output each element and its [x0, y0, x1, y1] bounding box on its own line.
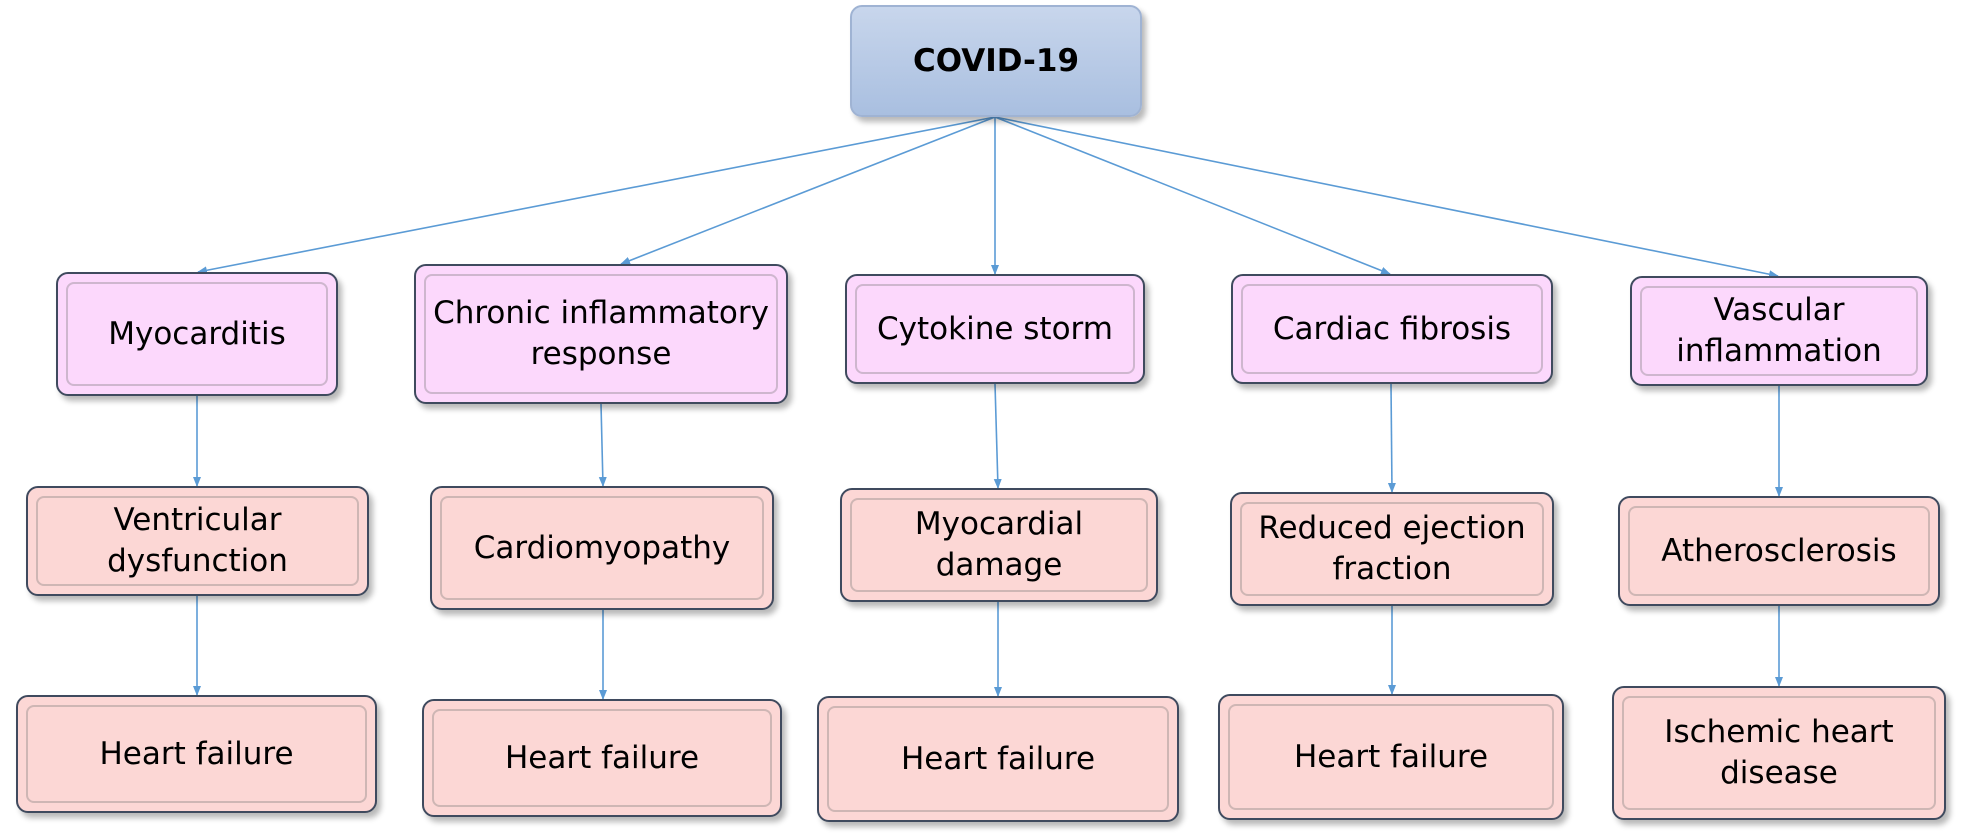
cause-node-cardiac-fibrosis: Cardiac fibrosis: [1231, 274, 1553, 384]
edge-root-to-vascular-inflammation: [994, 116, 1779, 279]
effect-label: Reduced ejection fraction: [1258, 510, 1526, 587]
effect-node-atherosclerosis: Atherosclerosis: [1618, 496, 1940, 606]
effect-label: Atherosclerosis: [1661, 532, 1897, 569]
outcome-node-ischemic-heart-disease: Ischemic heart disease: [1612, 686, 1946, 820]
cause-node-vascular-inflammation: Vascular inflammation: [1630, 276, 1928, 386]
effect-label: Myocardial damage: [914, 506, 1084, 583]
outcome-label: Heart failure: [900, 740, 1096, 777]
cause-node-myocarditis: Myocarditis: [56, 272, 338, 396]
cause-label: Chronic inflammatory response: [433, 295, 769, 372]
effect-node-reduced-ejection-fraction: Reduced ejection fraction: [1230, 492, 1554, 606]
outcome-label: Heart failure: [504, 739, 700, 776]
cause-node-chronic-inflammatory-response: Chronic inflammatory response: [414, 264, 788, 404]
cause-label: Cardiac fibrosis: [1272, 310, 1512, 347]
outcome-label: Heart failure: [1293, 738, 1489, 775]
effect-node-myocardial-damage: Myocardial damage: [840, 488, 1158, 602]
outcome-node-heart-failure-4: Heart failure: [1218, 694, 1564, 820]
edge-chronic-to-cardiomyopathy: [598, 403, 607, 487]
cause-node-cytokine-storm: Cytokine storm: [845, 274, 1145, 384]
edge-root-to-chronic-inflammatory: [620, 116, 996, 265]
effect-label: Cardiomyopathy: [473, 529, 731, 566]
outcome-node-heart-failure-1: Heart failure: [16, 695, 377, 813]
outcome-label: Ischemic heart disease: [1664, 714, 1894, 791]
effect-node-ventricular-dysfunction: Ventricular dysfunction: [26, 486, 369, 596]
outcome-node-heart-failure-2: Heart failure: [422, 699, 782, 817]
edge-cytokine-to-myocardial-damage: [993, 383, 1002, 489]
edge-root-to-myocarditis: [197, 116, 996, 275]
cause-label: Vascular inflammation: [1676, 292, 1882, 369]
root-node-covid: COVID-19: [850, 5, 1142, 117]
cause-label: Myocarditis: [108, 315, 286, 352]
outcome-node-heart-failure-3: Heart failure: [817, 696, 1179, 822]
effect-label: Ventricular dysfunction: [107, 502, 288, 579]
cause-label: Cytokine storm: [877, 310, 1113, 347]
edge-fibrosis-to-ejection-fraction: [1387, 383, 1396, 493]
edge-root-to-cardiac-fibrosis: [994, 116, 1391, 275]
outcome-label: Heart failure: [99, 735, 294, 772]
root-label: COVID-19: [912, 42, 1080, 79]
effect-node-cardiomyopathy: Cardiomyopathy: [430, 486, 774, 610]
